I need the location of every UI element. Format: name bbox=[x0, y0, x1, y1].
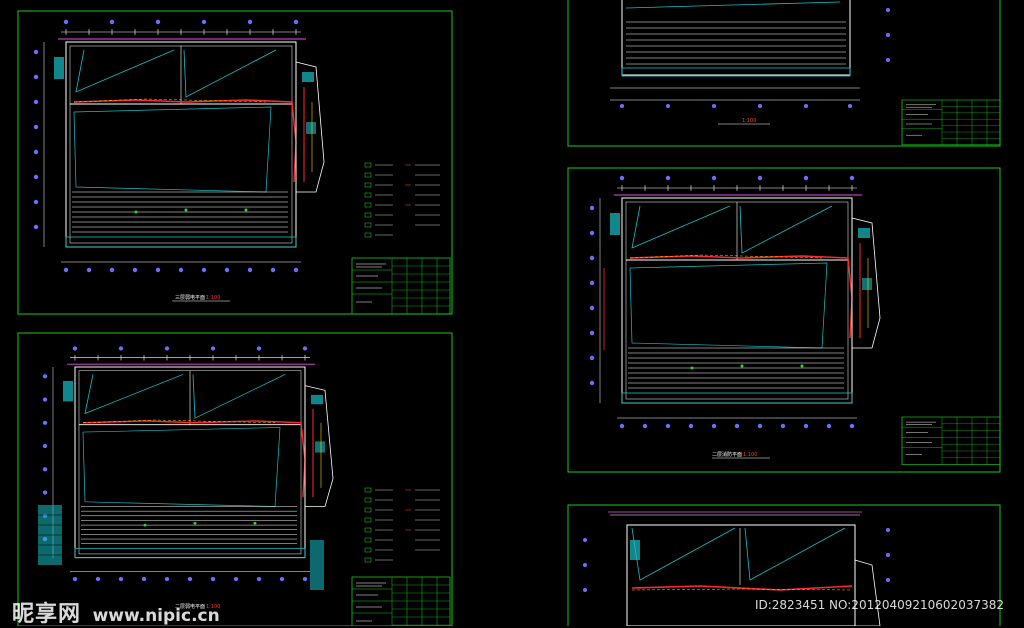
sheet-scale: 1:100 bbox=[743, 452, 757, 458]
floor-plan bbox=[588, 175, 881, 430]
title-block bbox=[901, 99, 1001, 146]
sheet-scale: 1:100 bbox=[742, 118, 756, 124]
title-block bbox=[351, 576, 451, 626]
legend bbox=[364, 162, 441, 238]
sheet-title: 二层弱电平面 bbox=[175, 603, 205, 610]
watermark-brand: 昵享网 bbox=[12, 602, 82, 627]
sheet-scale: 1:100 bbox=[206, 604, 220, 610]
sheet-frame bbox=[567, 504, 1001, 626]
image-id-line: ID:2823451 NO:20120409210602037382 bbox=[754, 598, 1004, 612]
sheet-top-right: 1:100 bbox=[567, 0, 1001, 147]
watermark: 昵享网 www.nipic.cn bbox=[12, 596, 220, 628]
sheet-frame bbox=[567, 0, 1001, 147]
sheet-top-left: 三层弱电平面 1:100 bbox=[17, 10, 453, 315]
sheet-title: 三层弱电平面 bbox=[175, 294, 205, 301]
sheet-bottom-left: 二层弱电平面 1:100 bbox=[17, 332, 453, 626]
floor-plan bbox=[41, 345, 334, 582]
title-block bbox=[351, 257, 451, 315]
watermark-url: www.nipic.cn bbox=[92, 606, 220, 626]
sheet-middle-right: 二层消防平面 1:100 bbox=[567, 167, 1001, 473]
legend bbox=[364, 487, 441, 563]
floor-plan bbox=[32, 18, 325, 274]
sheet-bottom-right bbox=[567, 504, 1001, 626]
sheet-frame bbox=[17, 10, 453, 315]
sheet-frame bbox=[567, 167, 1001, 473]
title-block bbox=[901, 416, 1001, 466]
sheet-frame bbox=[17, 332, 453, 626]
sheet-title: 二层消防平面 bbox=[712, 451, 742, 458]
sheet-scale: 1:100 bbox=[206, 295, 220, 301]
